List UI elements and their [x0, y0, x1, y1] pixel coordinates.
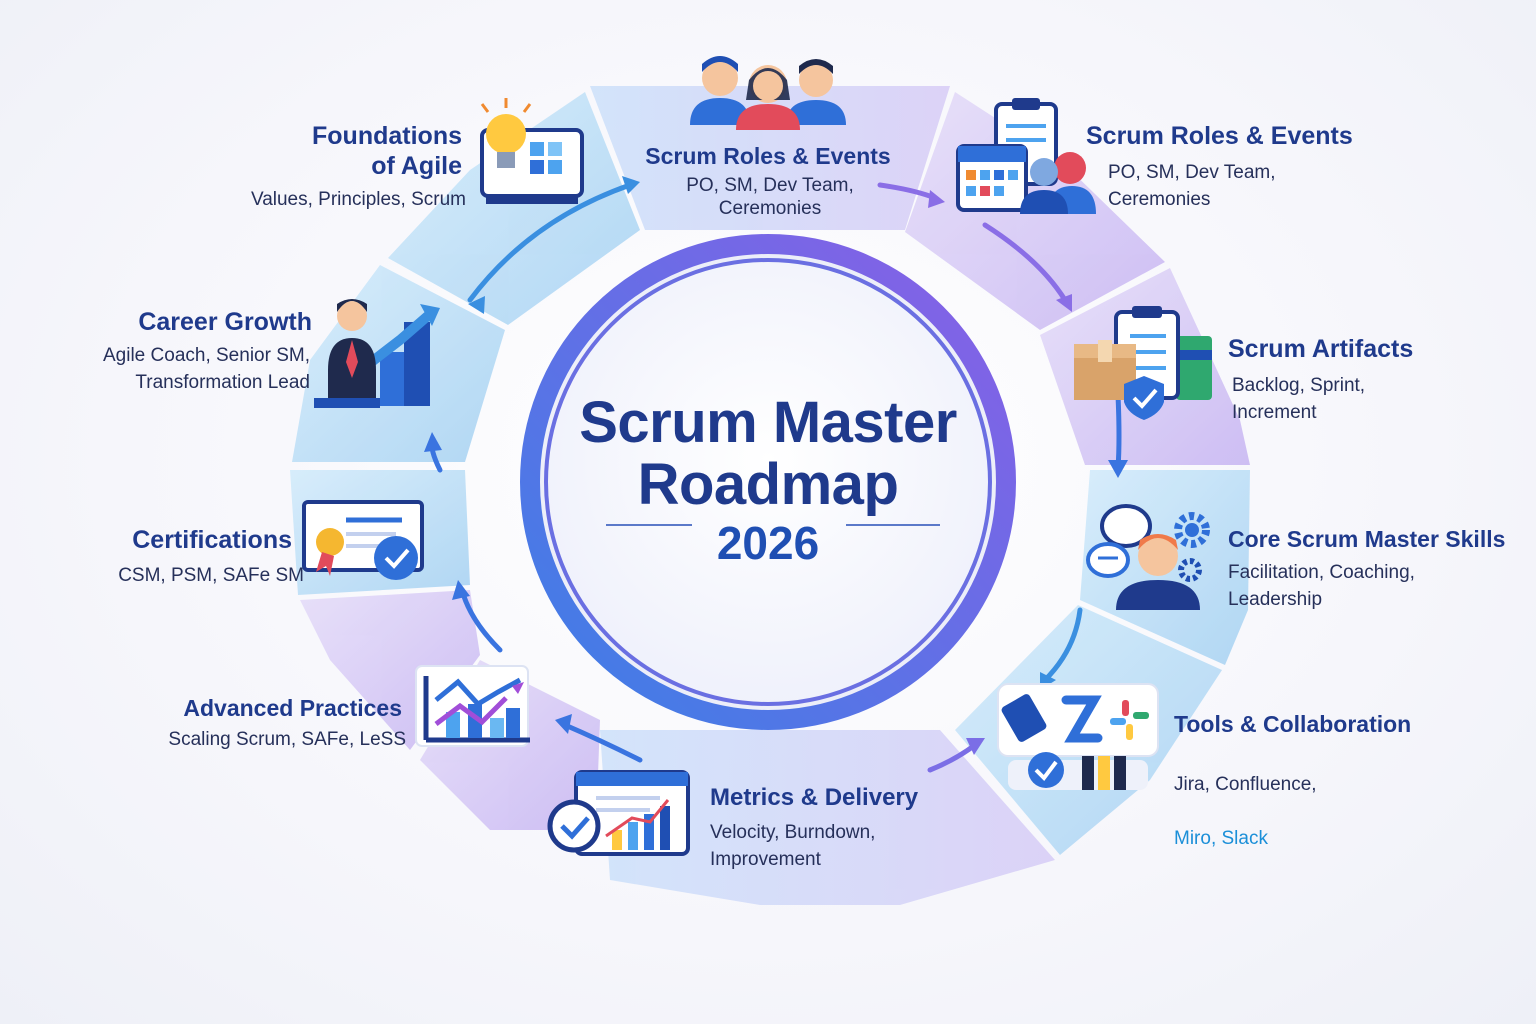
title-divider-right — [846, 524, 940, 526]
step-certifications-title: Certifications — [132, 526, 292, 554]
certificate-icon — [302, 500, 424, 580]
roadmap-year: 2026 — [716, 517, 820, 569]
step-roles-events-subtitle: PO, SM, Dev Team, Ceremonies — [686, 175, 854, 219]
step-foundations-title: Foundations of Agile — [312, 122, 462, 180]
step-tools-subtitle: Jira, Confluence, Miro, Slack — [1174, 744, 1374, 852]
team-people-icon — [690, 56, 846, 130]
step-advanced-subtitle: Scaling Scrum, SAFe, LeSS — [168, 729, 406, 750]
step-foundations-subtitle: Values, Principles, Scrum — [250, 189, 466, 210]
metrics-chart-icon — [547, 770, 690, 856]
lightbulb-board-icon — [480, 98, 584, 204]
roadmap-title: Scrum Master Roadmap — [579, 390, 957, 517]
segment-bottom — [600, 730, 1055, 905]
step-career-subtitle: Agile Coach, Senior SM, Transformation L… — [103, 345, 310, 393]
step-metrics-subtitle: Velocity, Burndown, Improvement — [710, 822, 876, 870]
step-certifications-subtitle: CSM, PSM, SAFe SM — [118, 565, 304, 586]
segment-top — [590, 86, 950, 230]
step-career-title: Career Growth — [138, 308, 312, 336]
step-metrics-title: Metrics & Delivery — [710, 784, 919, 811]
step-tools-title: Tools & Collaboration — [1174, 711, 1412, 737]
advanced-chart-icon — [415, 665, 530, 747]
arrow-foundations-to-roles — [467, 182, 633, 303]
step-skills-subtitle: Facilitation, Coaching, Leadership — [1228, 562, 1415, 610]
artifacts-box-icon — [1074, 306, 1212, 420]
step-skills-title: Core Scrum Master Skills — [1228, 526, 1506, 552]
arrow-metrics-to-advanced — [562, 722, 643, 763]
step-artifacts-subtitle: Backlog, Sprint, Increment — [1232, 375, 1366, 423]
arrow-heads — [424, 176, 1128, 755]
title-divider-left — [606, 524, 692, 526]
step-artifacts-title: Scrum Artifacts — [1228, 335, 1414, 363]
step-advanced-title: Advanced Practices — [183, 695, 402, 721]
calendar-roles-icon — [956, 98, 1096, 214]
center-circle — [544, 258, 992, 706]
step-roles-events-2-title: Scrum Roles & Events — [1086, 122, 1353, 150]
arrow-skills-to-tools — [1042, 607, 1083, 683]
arrow-artifacts-to-skills — [1115, 392, 1122, 471]
step-tools-subtitle-a: Jira, Confluence, — [1174, 774, 1317, 795]
step-tools-subtitle-b: Miro, Slack — [1174, 828, 1268, 849]
center-ring-outer — [520, 234, 1016, 730]
career-growth-icon — [314, 299, 440, 408]
arrow-roles2-to-artifacts — [982, 222, 1068, 303]
coach-gears-icon — [1086, 504, 1210, 610]
tools-apps-icon — [997, 683, 1159, 790]
step-roles-events-2-subtitle: PO, SM, Dev Team, Ceremonies — [1108, 162, 1276, 210]
step-roles-events-title: Scrum Roles & Events — [645, 143, 891, 169]
